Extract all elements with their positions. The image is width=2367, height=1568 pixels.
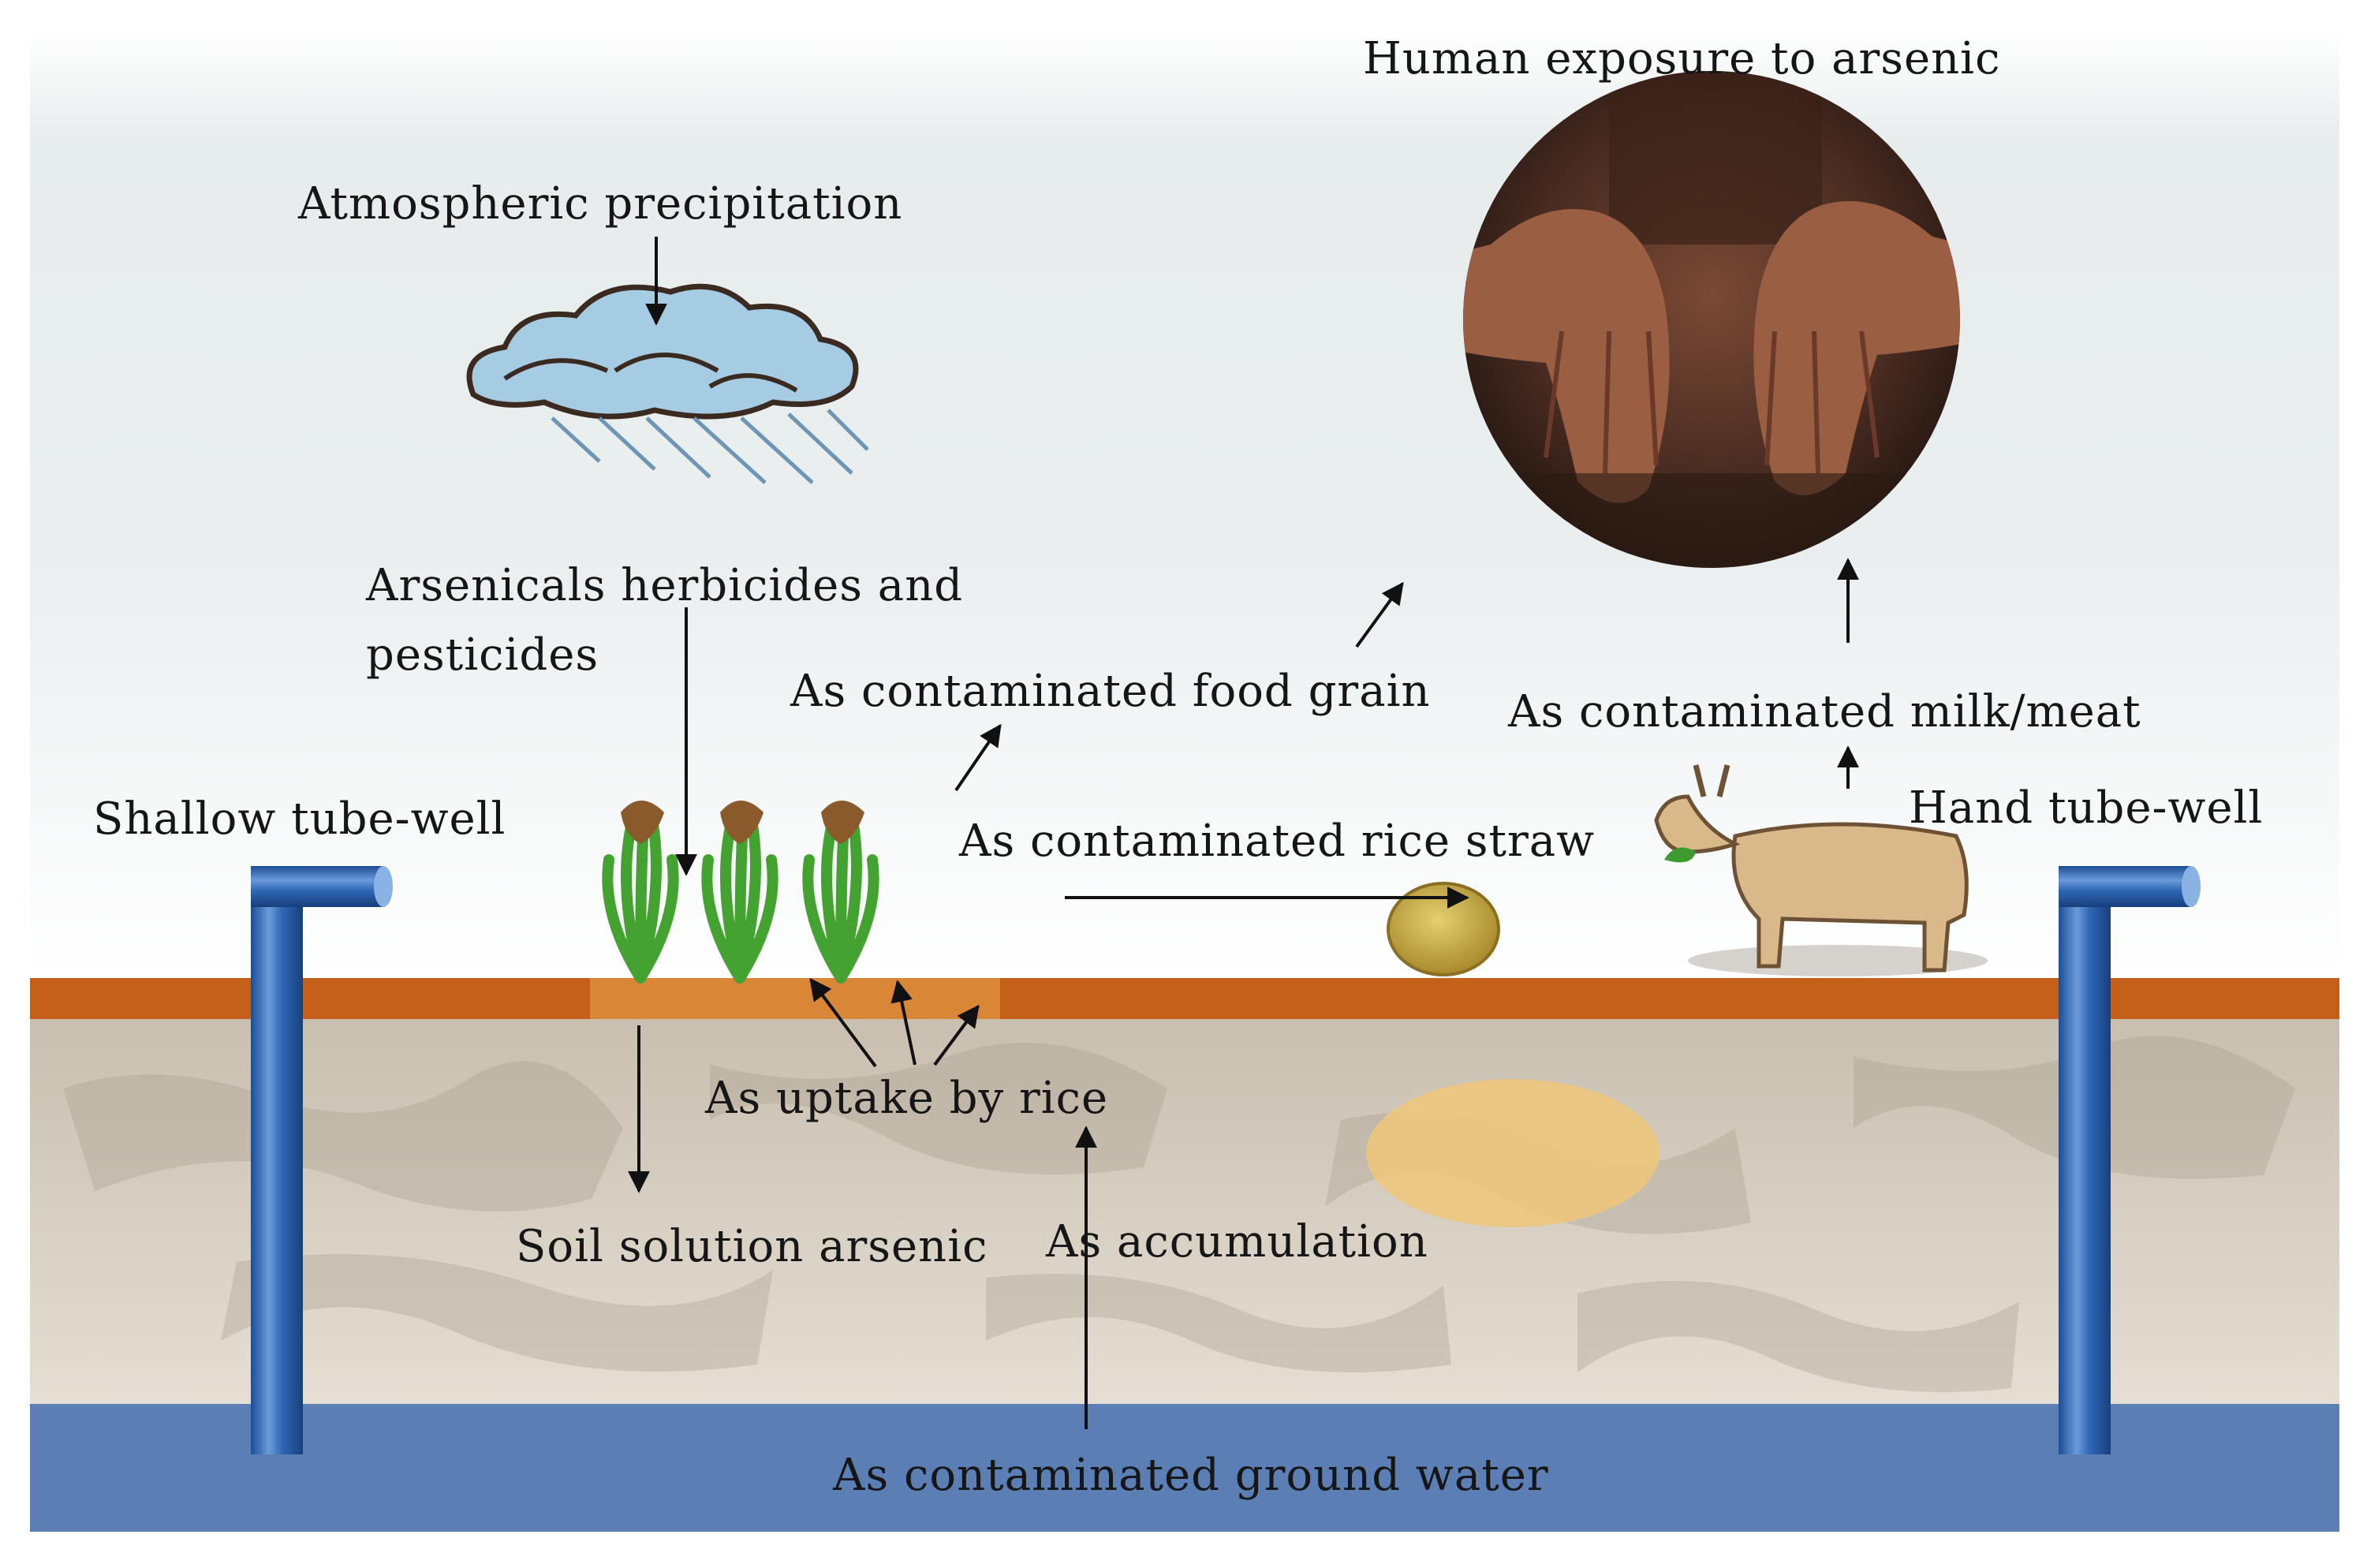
arrow-food-grain-to-human <box>1355 581 1404 648</box>
tube-well-icon-hand <box>2059 866 2201 1454</box>
root-zone <box>590 978 1000 1019</box>
label-shallow-tube-well: Shallow tube-well <box>93 793 506 845</box>
label-rice-straw: As contaminated rice straw <box>959 816 1596 867</box>
label-soil-solution-arsenic: Soil solution arsenic <box>516 1221 988 1272</box>
rice-plant-icon <box>602 801 879 984</box>
hay-bale-icon <box>1387 882 1500 976</box>
label-human-exposure: Human exposure to arsenic <box>1363 33 2001 84</box>
groundwater-layer <box>30 1404 2339 1532</box>
cow-icon <box>1654 764 1988 976</box>
arrow-uptake-2 <box>890 980 917 1066</box>
label-uptake-by-rice: As uptake by rice <box>705 1073 1109 1124</box>
label-herbicides-line2: pesticides <box>366 629 599 681</box>
arrow-uptake-1 <box>809 977 877 1068</box>
arrow-uptake-3 <box>933 1004 980 1066</box>
arrow-rice-to-grain <box>954 723 1002 792</box>
soil-layer <box>30 1019 2339 1404</box>
topsoil-band <box>30 978 2339 1019</box>
label-milk-meat: As contaminated milk/meat <box>1508 686 2141 737</box>
tube-well-icon <box>251 866 393 1454</box>
label-accumulation: As accumulation <box>1046 1216 1428 1267</box>
flow-arrows <box>628 237 1859 1429</box>
sky-background <box>30 30 2339 978</box>
accumulation-zone <box>1366 1079 1660 1227</box>
label-ground-water: As contaminated ground water <box>833 1450 1549 1501</box>
label-hand-tube-well: Hand tube-well <box>1909 782 2264 834</box>
cloud-rain-icon <box>466 283 869 484</box>
label-atmospheric-precipitation: Atmospheric precipitation <box>298 178 903 230</box>
label-herbicides-line1: Arsenicals herbicides and <box>366 560 964 611</box>
label-food-grain: As contaminated food grain <box>790 666 1431 717</box>
